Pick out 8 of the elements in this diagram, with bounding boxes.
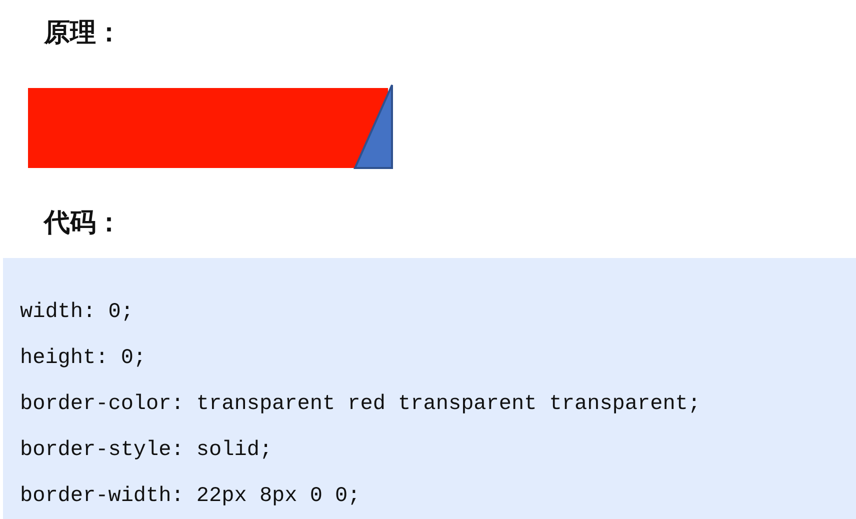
code-line: border-color: transparent red transparent transparent; bbox=[20, 392, 701, 418]
code-line: width: 0; bbox=[20, 300, 134, 326]
code-panel bbox=[3, 258, 856, 519]
code-line: border-style: solid; bbox=[20, 438, 272, 464]
code-line: border-width: 22px 8px 0 0; bbox=[20, 484, 360, 510]
section-heading: 代码： bbox=[44, 208, 122, 238]
section-heading: 原理： bbox=[44, 18, 122, 48]
code-line: height: 0; bbox=[20, 346, 146, 372]
